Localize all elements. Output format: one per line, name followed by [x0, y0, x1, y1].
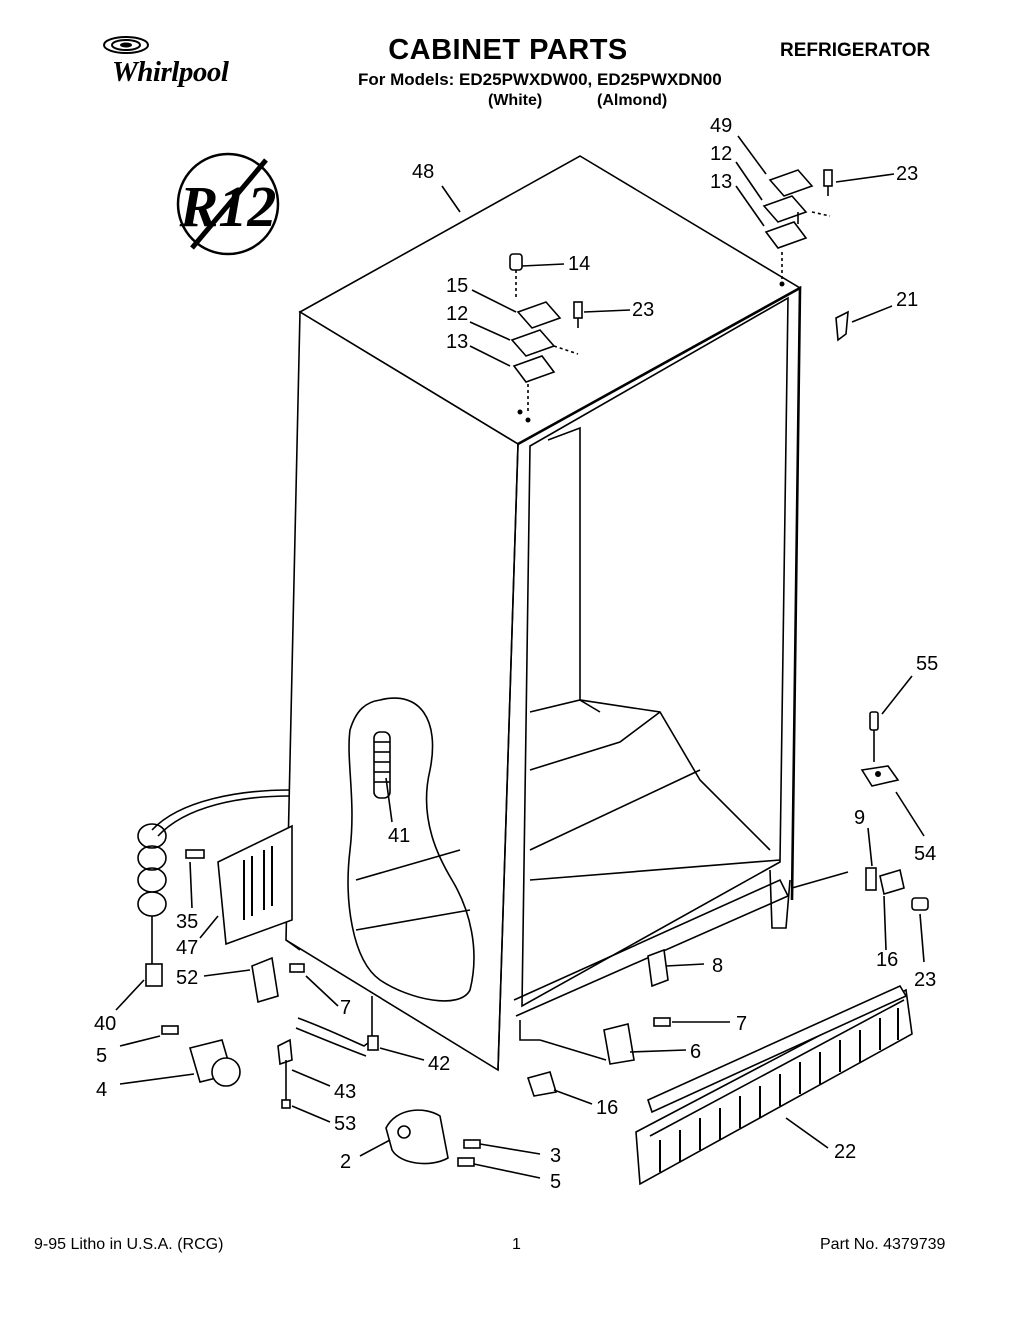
whirlpool-logo-swirl-icon — [103, 36, 149, 54]
top-hinge-right-parts — [762, 169, 833, 287]
clip-part-21 — [835, 310, 849, 342]
refrigerator-cabinet — [285, 155, 802, 1072]
callout-49: 49 — [710, 115, 732, 137]
callout-14: 14 — [568, 253, 590, 275]
print-info: 9-95 Litho in U.S.A. (RCG) — [34, 1236, 224, 1253]
top-hinge-center-parts — [509, 253, 583, 423]
callout-15: 15 — [446, 275, 468, 297]
models-line: For Models: ED25PWXDW00, ED25PWXDN00 — [358, 70, 722, 89]
callout-16: 16 — [876, 949, 898, 971]
callout-6: 6 — [690, 1041, 701, 1063]
product-category: REFRIGERATOR — [780, 40, 931, 61]
callout-2: 2 — [340, 1151, 351, 1173]
callout-23: 23 — [914, 969, 936, 991]
roller-part-4 — [161, 1025, 241, 1087]
lower-hinge-bracket-part-6 — [539, 1017, 671, 1065]
leveler-right-parts — [791, 867, 929, 911]
callout-3: 3 — [550, 1145, 561, 1167]
callout-4: 4 — [96, 1079, 107, 1101]
block-part-8 — [647, 948, 669, 988]
page-title: CABINET PARTS — [0, 34, 1036, 67]
callout-40: 40 — [94, 1013, 116, 1035]
color-white-label: (White) — [488, 92, 543, 109]
clamp-part-43 — [277, 1038, 293, 1109]
callout-55: 55 — [916, 653, 938, 675]
callout-21: 21 — [896, 289, 918, 311]
callout-7: 7 — [340, 997, 351, 1019]
callout-numbers: 48 49 12 13 23 14 15 12 13 23 21 55 54 9… — [94, 115, 938, 1193]
callout-13: 13 — [446, 331, 468, 353]
toe-grille-part-22 — [635, 984, 913, 1186]
brand-logo: Whirlpool — [112, 56, 229, 88]
callout-leaders — [115, 135, 925, 1179]
callout-9: 9 — [854, 807, 865, 829]
part-number: Part No. 4379739 — [820, 1236, 946, 1253]
callout-23: 23 — [632, 299, 654, 321]
callout-13: 13 — [710, 171, 732, 193]
color-almond-label: (Almond) — [597, 92, 668, 109]
callout-5: 5 — [550, 1171, 561, 1193]
callout-23: 23 — [896, 163, 918, 185]
callout-42: 42 — [428, 1053, 450, 1075]
callout-54: 54 — [914, 843, 936, 865]
page-number: 1 — [512, 1236, 521, 1253]
callout-43: 43 — [334, 1081, 356, 1103]
callout-12: 12 — [710, 143, 732, 165]
callout-7: 7 — [736, 1013, 747, 1035]
callout-35: 35 — [176, 911, 198, 933]
callout-5: 5 — [96, 1045, 107, 1067]
callout-12: 12 — [446, 303, 468, 325]
callout-47: 47 — [176, 937, 198, 959]
power-cord-part-40 — [137, 789, 291, 987]
hinge-part-2 — [385, 1109, 481, 1167]
callout-41: 41 — [388, 825, 410, 847]
r12-refrigerant-badge-icon: R12 — [176, 152, 280, 256]
page-title-text: CABINET PARTS — [388, 34, 628, 66]
bracket-part-54 — [860, 711, 900, 787]
electrical-box-part-47 — [185, 824, 293, 946]
callout-22: 22 — [834, 1141, 856, 1163]
callout-16: 16 — [596, 1097, 618, 1119]
leveler-left-part-16 — [526, 1071, 558, 1097]
callout-52: 52 — [176, 967, 198, 989]
hinge-part-52 — [251, 956, 305, 1004]
defrost-tube-part-42 — [295, 996, 379, 1057]
callout-8: 8 — [712, 955, 723, 977]
callout-48: 48 — [412, 161, 434, 183]
callout-53: 53 — [334, 1113, 356, 1135]
